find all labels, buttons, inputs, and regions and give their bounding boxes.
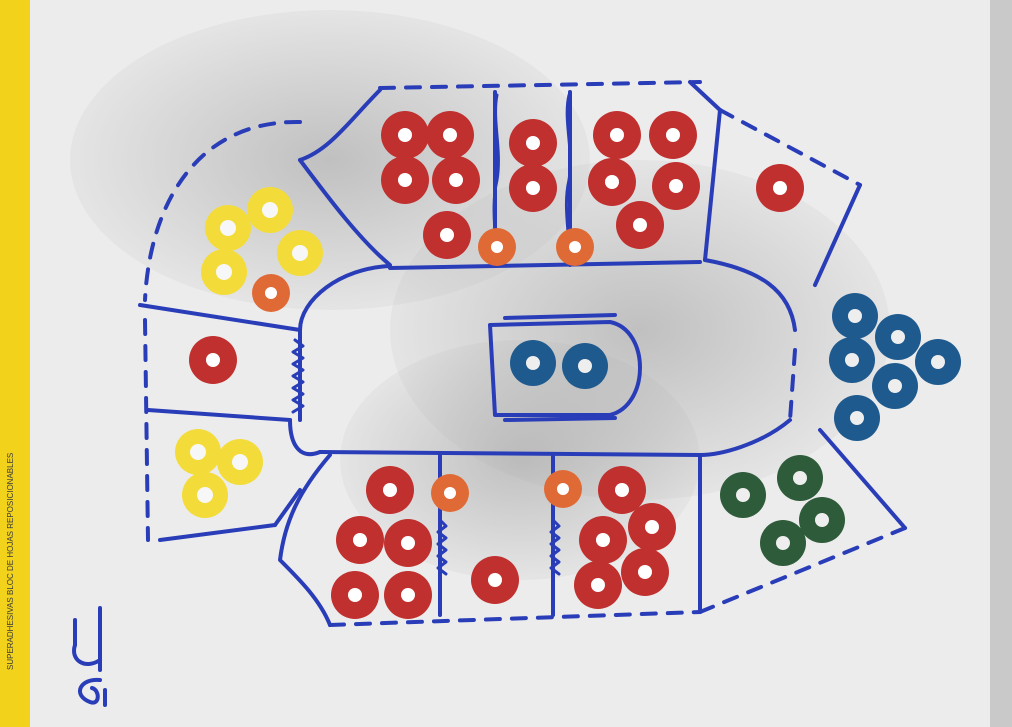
handwritten-label-drawing	[60, 600, 140, 710]
sticky-pad-label: SUPERADHESIVAS BLOC DE HOJAS REPOSICIONA…	[6, 430, 24, 670]
handwritten-label: h2	[60, 600, 140, 710]
